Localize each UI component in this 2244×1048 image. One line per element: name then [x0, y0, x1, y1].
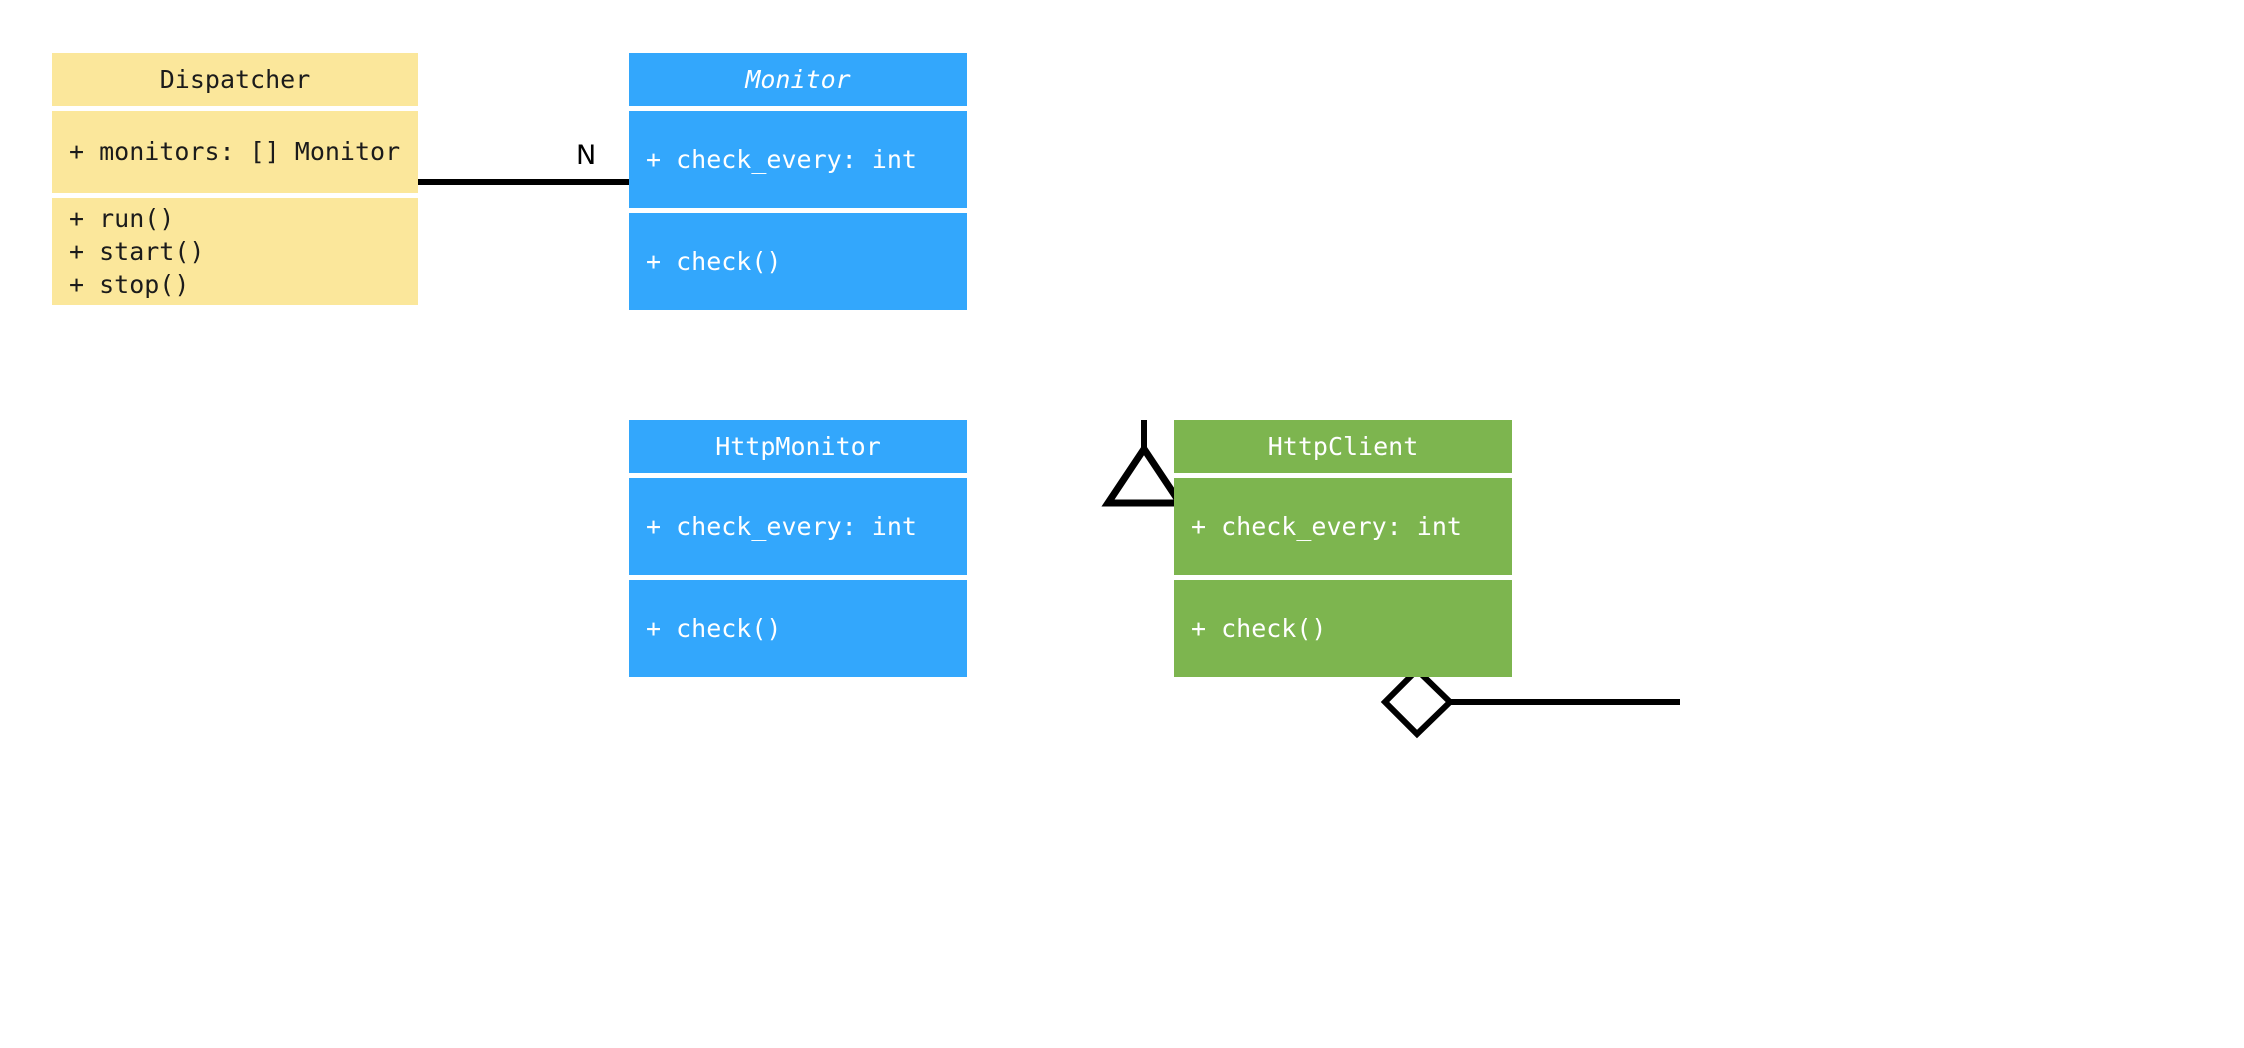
association-multiplicity-label: N — [576, 140, 597, 171]
attributes-compartment-httpmonitor: + check_every: int — [629, 478, 967, 575]
hollow-diamond-icon — [1380, 665, 1455, 739]
class-box-monitor[interactable]: Monitor + check_every: int + check() — [629, 53, 967, 310]
class-box-httpmonitor[interactable]: HttpMonitor + check_every: int + check() — [629, 420, 967, 678]
attribute-item: + check_every: int — [1191, 511, 1462, 541]
operations-compartment-httpclient: + check() — [1174, 580, 1512, 677]
attribute-item: + check_every: int — [646, 511, 917, 541]
class-name-text: Dispatcher — [159, 64, 311, 94]
attribute-item: + monitors: [] Monitor — [69, 137, 401, 166]
class-name-text: Monitor — [745, 64, 851, 94]
operations-compartment-httpmonitor: + check() — [629, 580, 967, 677]
class-name-monitor: Monitor — [629, 53, 967, 106]
attributes-compartment-httpclient: + check_every: int — [1174, 478, 1512, 575]
hollow-triangle-icon — [1101, 442, 1187, 507]
class-name-text: HttpClient — [1267, 431, 1419, 461]
operation-item: + check() — [1191, 613, 1327, 643]
class-name-dispatcher: Dispatcher — [52, 53, 418, 106]
class-name-httpmonitor: HttpMonitor — [629, 420, 967, 473]
operations-compartment-monitor: + check() — [629, 213, 967, 310]
attributes-compartment-dispatcher: + monitors: [] Monitor — [52, 111, 418, 193]
operations-compartment-dispatcher: + run() + start() + stop() — [52, 198, 418, 305]
class-name-text: HttpMonitor — [715, 431, 881, 461]
operation-item: + run() — [69, 204, 175, 233]
operation-item: + stop() — [69, 270, 190, 299]
class-box-dispatcher[interactable]: Dispatcher + monitors: [] Monitor + run(… — [52, 53, 418, 310]
edge-httpmonitor-to-monitor — [1101, 420, 1187, 507]
operation-item: + check() — [646, 246, 782, 276]
attribute-item: + check_every: int — [646, 144, 917, 174]
operation-item: + check() — [646, 613, 782, 643]
edge-httpmonitor-to-httpclient — [1380, 665, 1680, 739]
attributes-compartment-monitor: + check_every: int — [629, 111, 967, 208]
operation-item: + start() — [69, 237, 205, 266]
class-box-httpclient[interactable]: HttpClient + check_every: int + check() — [1174, 420, 1512, 678]
class-name-httpclient: HttpClient — [1174, 420, 1512, 473]
